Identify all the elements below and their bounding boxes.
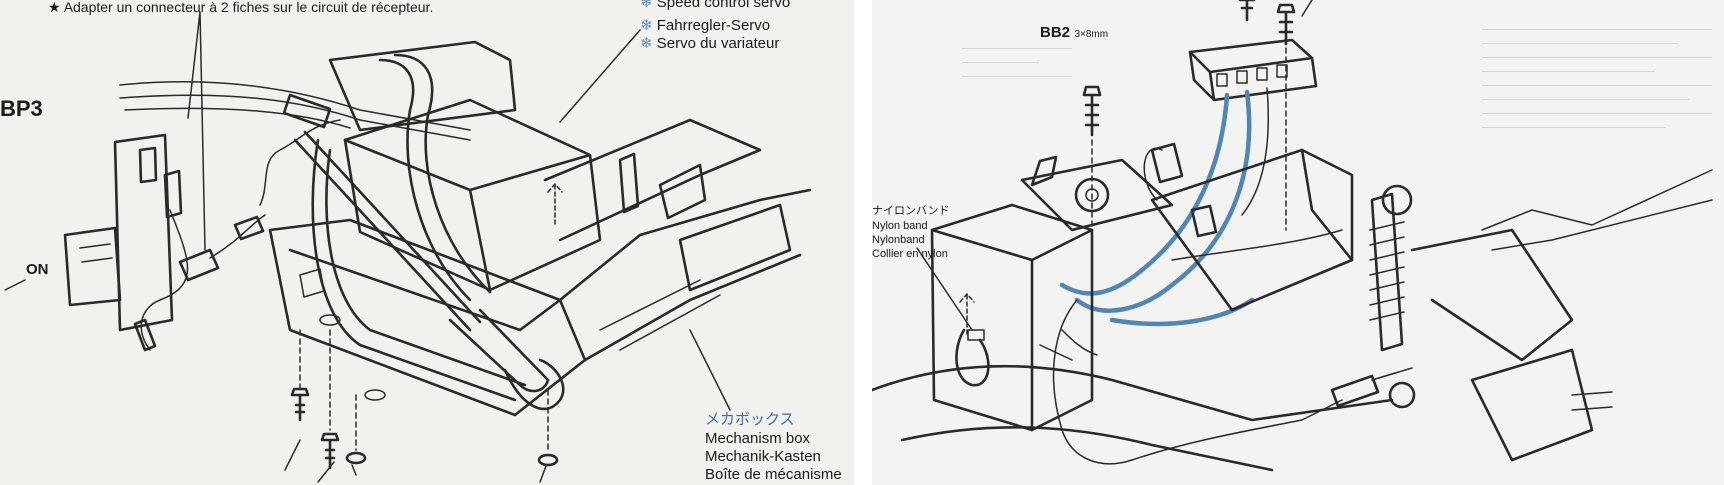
- nylon-band-label-en: Nylon band: [872, 220, 928, 232]
- screw-code: BB2: [1040, 24, 1071, 41]
- screw-spec-label: BB2 3×8mm: [1040, 24, 1108, 42]
- mechanism-box-label-jp: メカボックス: [705, 411, 795, 428]
- servo-label-1: ❄ Fahrregler-Servo: [640, 17, 771, 34]
- mechanism-box-labels: メカボックス Mechanism box Mechanik-Kasten Boî…: [705, 412, 842, 485]
- snowflake-icon: ❄: [640, 17, 653, 34]
- step-label-bp3: BP3: [0, 96, 43, 121]
- right-illustration-panel: BB2 3×8mm ナイロンバンド Nylon band Nylonband C…: [872, 0, 1724, 485]
- note-star-icon: ★: [48, 0, 61, 15]
- servo-label-0: ❄ Speed control servo: [640, 0, 790, 13]
- speed-control-servo-labels: ❄ Speed control servo ❄ Fahrregler-Servo…: [640, 0, 790, 54]
- switch-on-label: ON: [26, 261, 49, 278]
- receiver-connector-note: ★ Adapter un connecteur à 2 fiches sur l…: [48, 0, 433, 14]
- nylon-band-label-de: Nylonband: [872, 234, 925, 246]
- nylon-band-labels: ナイロンバンド Nylon band Nylonband Collier en …: [872, 206, 950, 263]
- snowflake-icon: ❄: [640, 0, 653, 11]
- mechanism-box-label-en: Mechanism box: [705, 430, 811, 447]
- note-text: Adapter un connecteur à 2 fiches sur le …: [63, 0, 434, 15]
- left-illustration-panel: ★ Adapter un connecteur à 2 fiches sur l…: [0, 0, 854, 485]
- mechanism-box-label-fr: Boîte de mécanisme: [705, 466, 842, 483]
- snowflake-icon: ❄: [640, 35, 653, 52]
- mechanism-box-illustration: [4, 11, 812, 483]
- screw-size: 3×8mm: [1074, 29, 1109, 40]
- nylon-band-label-fr: Collier en nylon: [872, 248, 948, 260]
- nylon-band-label-jp: ナイロンバンド: [872, 205, 950, 217]
- bleed-through-texture-left: [962, 40, 1072, 240]
- bleed-through-texture-right: [1482, 20, 1712, 400]
- servo-label-2: ❄ Servo du variateur: [640, 35, 780, 52]
- chassis-wiring-illustration: [872, 0, 1713, 472]
- mechanism-box-label-de: Mechanik-Kasten: [705, 448, 821, 465]
